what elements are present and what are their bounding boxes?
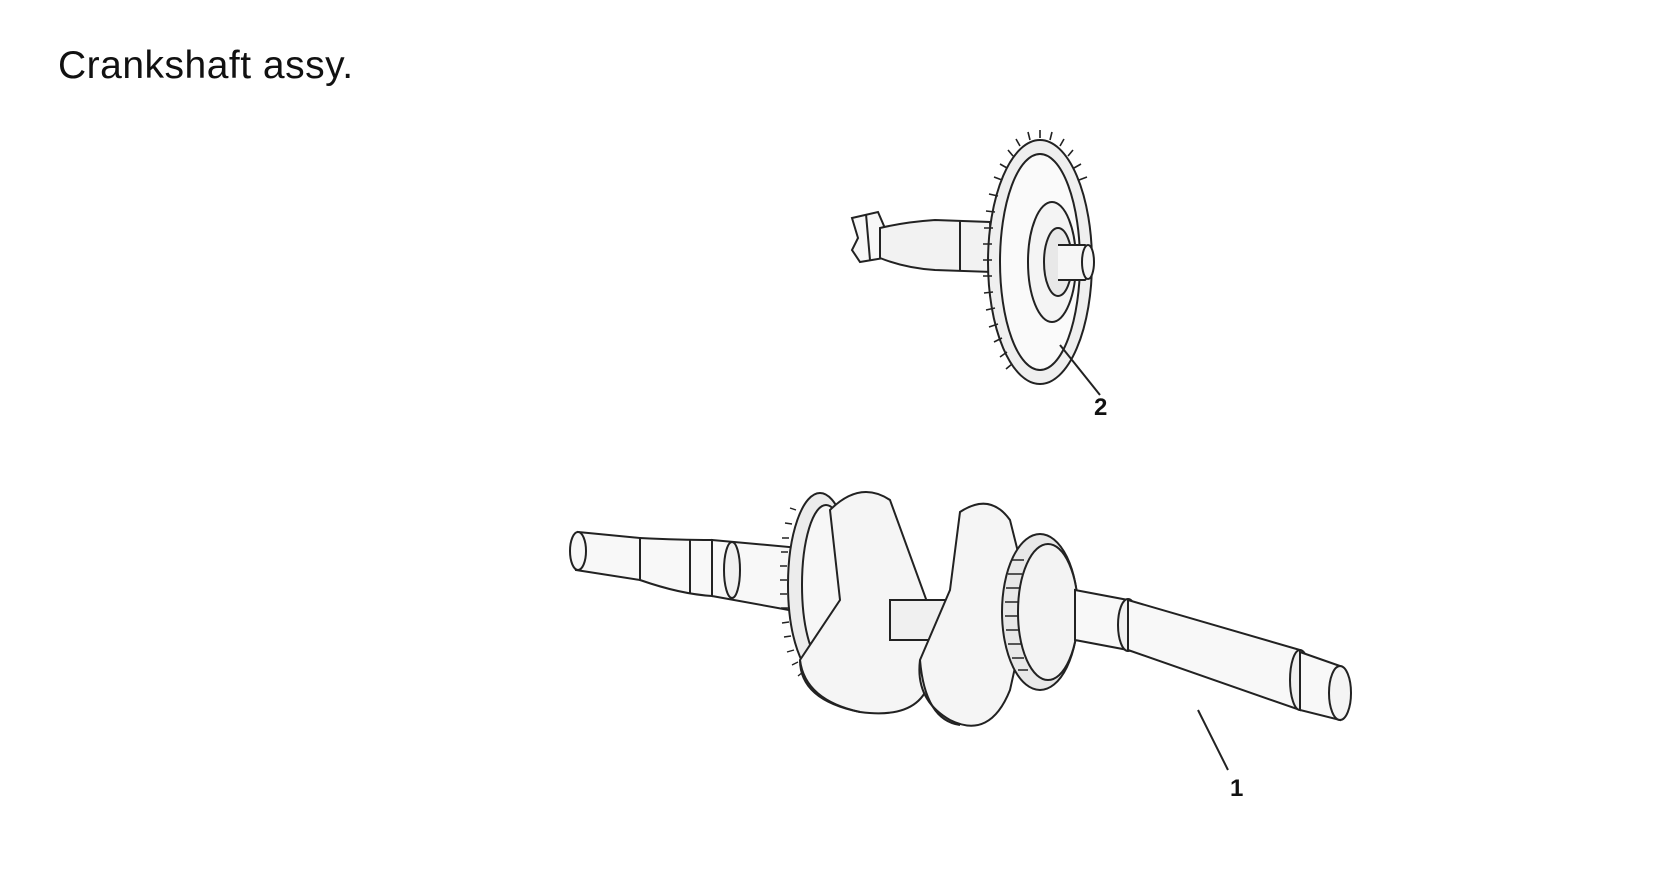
crankshaft-part (569, 491, 1352, 727)
diagram-title: Crankshaft assy. (58, 44, 354, 87)
callout-part-1: 1 (1230, 775, 1244, 802)
camshaft-gear-teeth (983, 130, 1088, 370)
leader-line-part-2 (1059, 344, 1101, 396)
camshaft-gear-part (850, 139, 1095, 385)
leader-line-part-1 (1197, 709, 1229, 771)
ring-gear-teeth (780, 507, 804, 677)
timing-gear-teeth (1005, 559, 1028, 671)
callout-part-2: 2 (1094, 394, 1108, 421)
